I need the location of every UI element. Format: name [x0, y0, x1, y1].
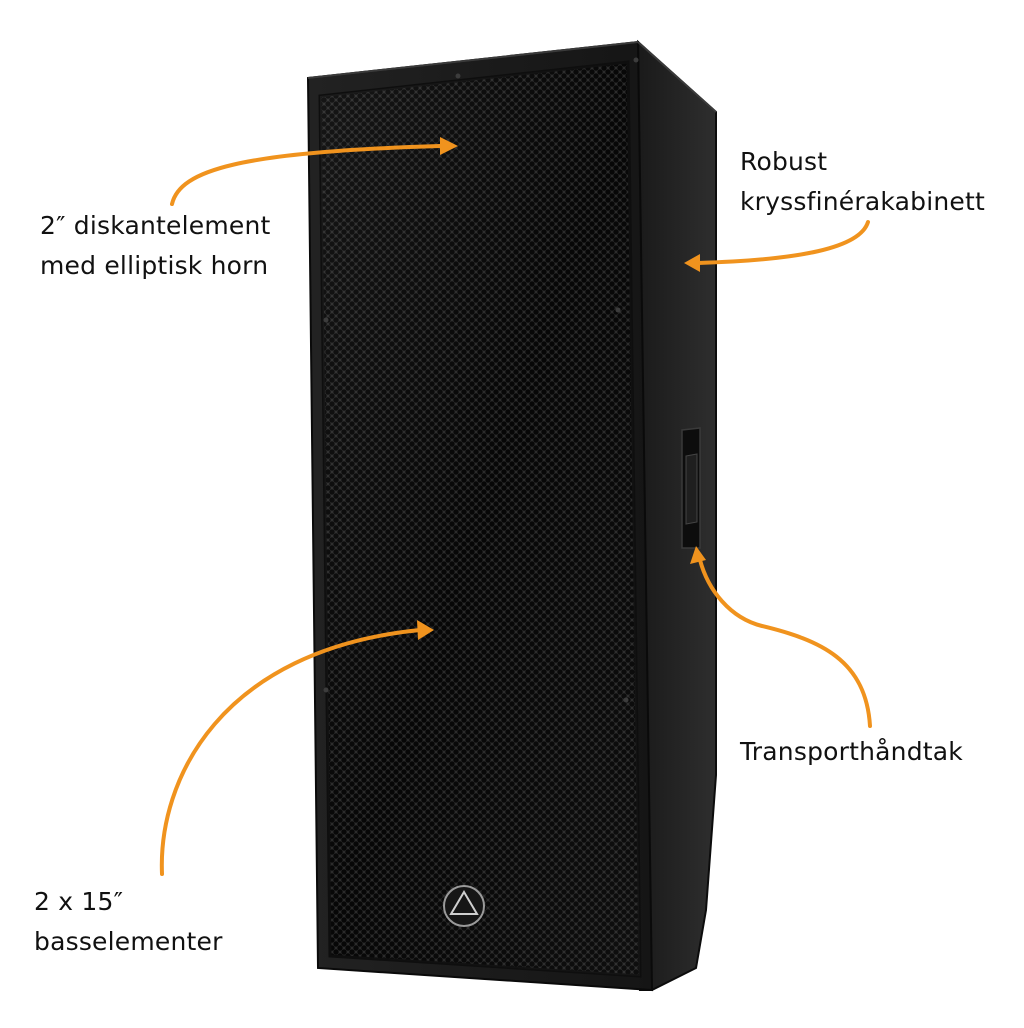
arrow-heads	[417, 137, 706, 640]
callout-cabinet-line1: Robust	[740, 147, 828, 176]
callout-handle-line1: Transporthåndtak	[740, 737, 963, 766]
arrow-cabinet	[696, 220, 870, 265]
callout-handle: Transporthåndtak	[740, 732, 963, 772]
callout-tweeter-line1: 2″ diskantelement	[40, 211, 271, 240]
callout-arrows	[159, 144, 872, 876]
arrow-tweeter	[170, 144, 442, 206]
callout-cabinet: Robust kryssfinérakabinett	[740, 142, 985, 222]
callout-bass: 2 x 15″ basselementer	[34, 882, 223, 962]
arrow-handle	[698, 558, 872, 728]
transport-handle	[681, 427, 701, 549]
wharfedale-triangle-logo	[443, 885, 485, 927]
callout-tweeter: 2″ diskantelement med elliptisk horn	[40, 206, 271, 286]
callout-bass-line2: basselementer	[34, 927, 223, 956]
arrow-head-tweeter	[440, 137, 458, 155]
callout-bass-line1: 2 x 15″	[34, 887, 124, 916]
arrow-head-bass	[417, 620, 434, 640]
arrow-bass	[159, 628, 422, 876]
arrow-head-handle	[690, 546, 706, 564]
callout-cabinet-line2: kryssfinérakabinett	[740, 187, 985, 216]
callout-tweeter-line2: med elliptisk horn	[40, 251, 269, 280]
frame-screws	[323, 57, 639, 703]
arrow-head-cabinet	[684, 254, 700, 272]
